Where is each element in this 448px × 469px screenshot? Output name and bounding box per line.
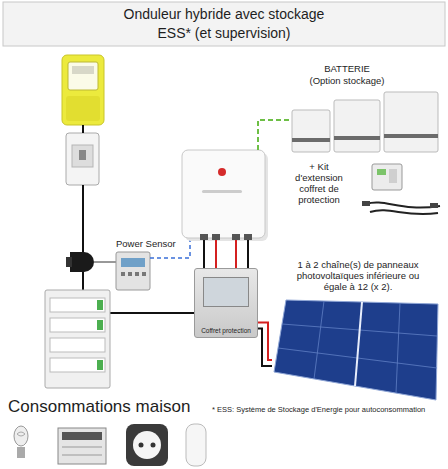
hybrid-inverter xyxy=(182,150,268,241)
title-text: Onduleur hybride avec stockage ESS* (et … xyxy=(108,5,340,43)
battery-group-text: (Option stockage) xyxy=(288,75,406,87)
electricity-meter xyxy=(62,55,104,125)
battery-group-text: BATTERIE xyxy=(288,63,406,75)
footnote-holder: * ESS: Système de Stockage d'Energie pou… xyxy=(212,405,425,414)
extension-kit xyxy=(362,164,440,214)
title-holder: Onduleur hybride avec stockage ESS* (et … xyxy=(0,5,448,43)
grid-wire xyxy=(83,125,194,313)
main-breaker xyxy=(66,133,99,185)
protection-box-text: Coffret protection xyxy=(196,327,256,335)
current-clamp xyxy=(66,252,116,272)
section-heading: Consommations maison xyxy=(8,397,190,417)
din-meter xyxy=(116,252,150,290)
title-band xyxy=(3,2,445,46)
solar-array-text: 1 à 2 chaîne(s) de panneaux photovoltaïq… xyxy=(284,259,432,292)
protection-window xyxy=(203,277,249,307)
battery-units xyxy=(292,92,438,152)
kit-group-text: + Kit d'extension coffret de protection xyxy=(288,161,350,205)
battery-link xyxy=(258,120,290,150)
power-sensor-text: Power Sensor xyxy=(116,238,178,249)
battery-group: BATTERIE(Option stockage) xyxy=(288,61,444,156)
dc-cable xyxy=(258,322,272,366)
ac-cables xyxy=(204,240,248,268)
kit-group: + Kit d'extension coffret de protection xyxy=(288,160,444,216)
solar-array: 1 à 2 chaîne(s) de panneaux photovoltaïq… xyxy=(272,258,444,404)
protection-box: Coffret protection xyxy=(194,268,258,338)
footnote: * ESS: Système de Stockage d'Energie pou… xyxy=(212,405,425,414)
appliances xyxy=(14,424,206,466)
cable-wire xyxy=(258,328,272,366)
distribution-board xyxy=(45,290,110,388)
solar-panels xyxy=(274,300,438,400)
section-heading-holder: Consommations maison xyxy=(8,397,190,417)
power-sensor: Power Sensor xyxy=(112,237,178,293)
